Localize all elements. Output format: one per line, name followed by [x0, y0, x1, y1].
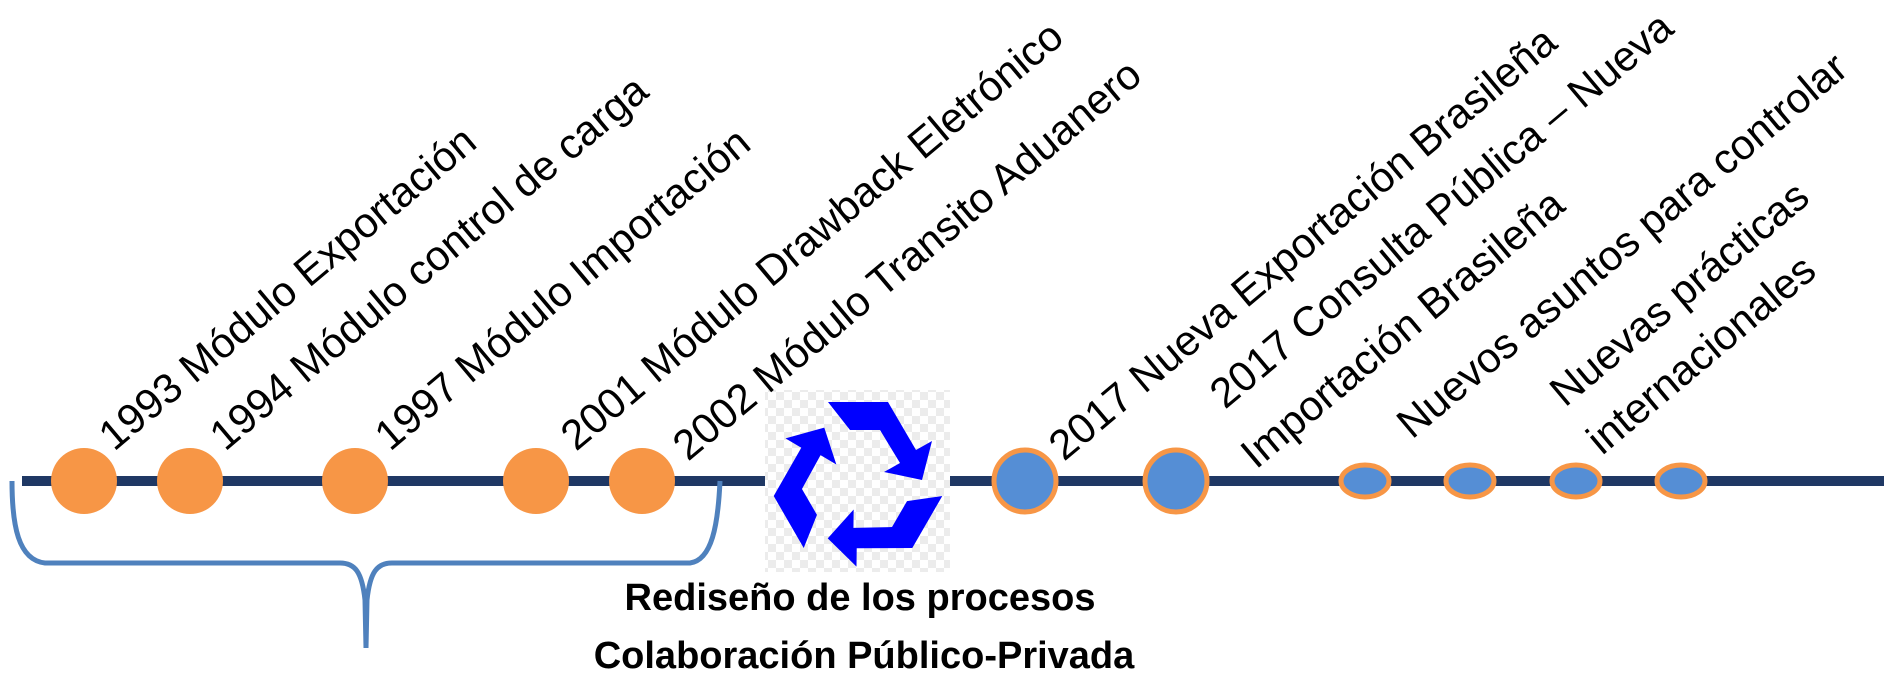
milestone-dots — [51, 447, 1708, 515]
milestone-dot-past — [322, 448, 388, 514]
milestone-dot-past — [157, 448, 223, 514]
bracket — [9, 480, 723, 649]
caption-line-2: Colaboración Público-Privada — [594, 635, 1135, 674]
milestone-dot-recent — [991, 447, 1059, 515]
milestone-dot-past — [51, 448, 117, 514]
milestone-dot-future — [1338, 462, 1392, 500]
milestone-dot-future — [1443, 462, 1497, 500]
recycle-icon — [765, 390, 950, 572]
milestone-dot-future — [1549, 462, 1603, 500]
milestone-dot-recent — [1142, 447, 1210, 515]
milestone-dot-past — [503, 448, 569, 514]
milestone-dot-past — [609, 448, 675, 514]
milestone-dot-future — [1654, 462, 1708, 500]
caption-line-1: Rediseño de los procesos — [625, 577, 1096, 619]
